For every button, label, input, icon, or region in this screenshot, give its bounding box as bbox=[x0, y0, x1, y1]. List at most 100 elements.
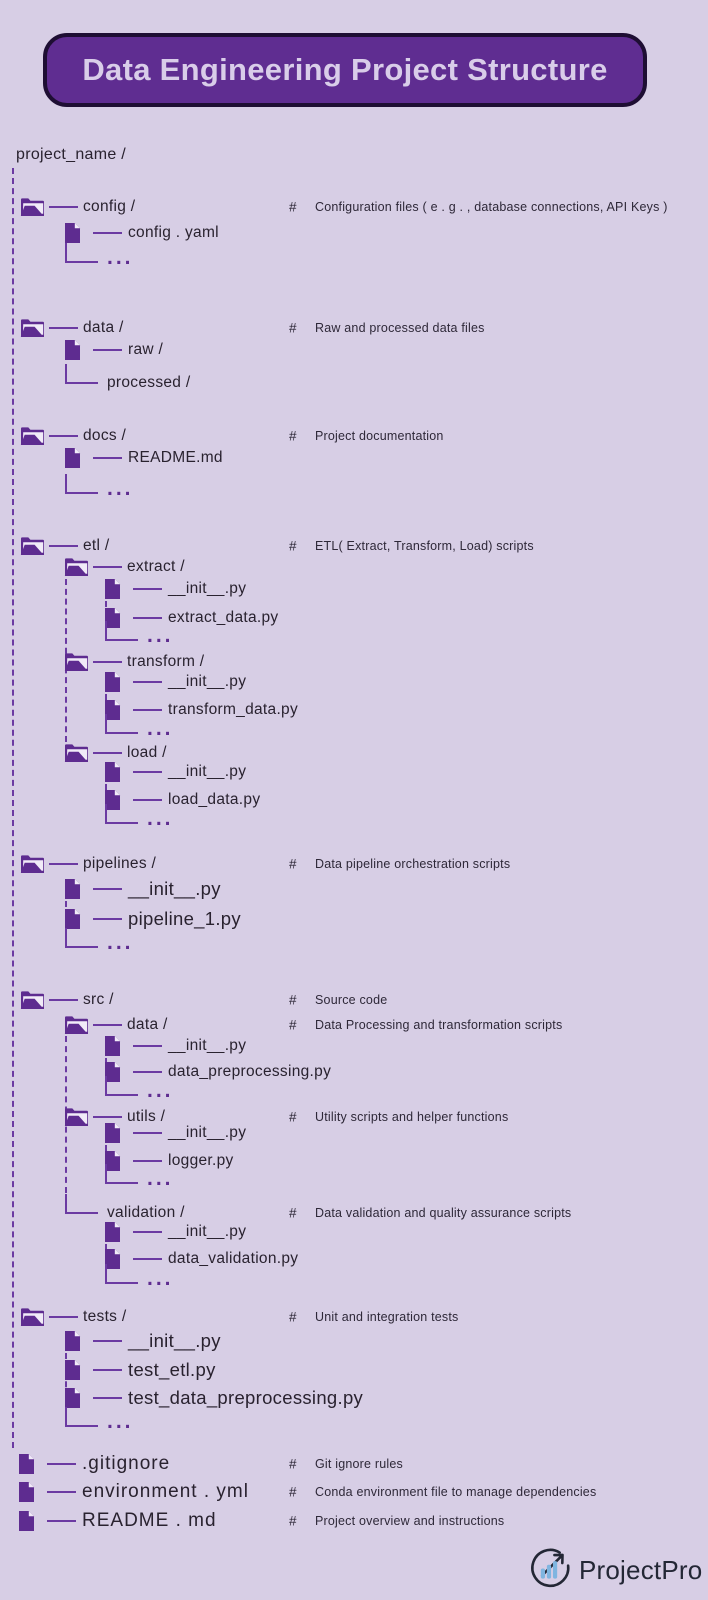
tree-row-ellipsis: ... bbox=[0, 1164, 708, 1196]
comment-text: Data pipeline orchestration scripts bbox=[315, 857, 511, 871]
file-label: config . yaml bbox=[128, 224, 219, 241]
tree-row-data-validation: data_validation.py bbox=[0, 1246, 708, 1272]
file-label: README.md bbox=[128, 449, 223, 466]
tree-row-utils: utils / # Utility scripts and helper fun… bbox=[0, 1104, 708, 1130]
projectpro-logo-icon bbox=[527, 1545, 573, 1596]
tree-row-extract: extract / bbox=[0, 554, 708, 580]
tree-connector-line bbox=[49, 434, 78, 438]
file-icon bbox=[18, 1481, 35, 1503]
tree-row-docs: docs / # Project documentation bbox=[0, 423, 708, 449]
tree-connector-line bbox=[49, 205, 78, 209]
folder-icon bbox=[64, 1107, 89, 1127]
tree-connector-line bbox=[47, 1462, 76, 1466]
tree-connector-line bbox=[93, 1115, 122, 1119]
root-folder-label: project_name / bbox=[16, 146, 127, 163]
ellipsis-label: ... bbox=[107, 1410, 134, 1433]
tree-row-config-yaml: config . yaml bbox=[0, 220, 708, 246]
tree-corner-line bbox=[105, 804, 138, 824]
comment-hash: # bbox=[289, 1017, 297, 1033]
folder-label: tests / bbox=[83, 1308, 127, 1325]
tree-row-init: __init__.py bbox=[0, 1219, 708, 1245]
file-label: __init__.py bbox=[168, 673, 247, 690]
comment-text: Project overview and instructions bbox=[315, 1514, 505, 1528]
file-icon bbox=[18, 1510, 35, 1532]
tree-row-data: data / # Raw and processed data files bbox=[0, 315, 708, 341]
title-banner: Data Engineering Project Structure bbox=[43, 33, 647, 107]
comment-text: Project documentation bbox=[315, 429, 444, 443]
tree-corner-line bbox=[105, 1264, 138, 1284]
file-label: pipeline_1.py bbox=[128, 908, 241, 929]
folder-icon bbox=[20, 318, 45, 338]
file-icon bbox=[104, 578, 121, 600]
folder-icon bbox=[64, 743, 89, 763]
folder-label: etl / bbox=[83, 537, 110, 554]
tree-row-processed: processed / bbox=[0, 364, 708, 396]
tree-connector-line bbox=[49, 326, 78, 330]
tree-corner-line bbox=[105, 621, 138, 641]
file-icon bbox=[104, 699, 121, 721]
tree-connector-line bbox=[93, 887, 122, 891]
file-icon bbox=[64, 1359, 81, 1381]
comment-text: Data Processing and transformation scrip… bbox=[315, 1018, 563, 1032]
file-icon bbox=[104, 761, 121, 783]
tree-row-pipelines: pipelines / # Data pipeline orchestratio… bbox=[0, 851, 708, 877]
tree-row-raw: raw / bbox=[0, 337, 708, 363]
folder-label: load / bbox=[127, 744, 167, 761]
folder-icon bbox=[20, 854, 45, 874]
tree-row-src: src / # Source code bbox=[0, 987, 708, 1013]
file-icon bbox=[104, 1035, 121, 1057]
tree-row-init: __init__.py bbox=[0, 1328, 708, 1354]
tree-connector-line bbox=[133, 1257, 162, 1261]
tree-row-config: config / # Configuration files ( e . g .… bbox=[0, 194, 708, 220]
tree-row-environment-yml: environment . yml # Conda environment fi… bbox=[0, 1479, 708, 1505]
file-icon bbox=[104, 607, 121, 629]
tree-row-ellipsis: ... bbox=[0, 1076, 708, 1108]
tree-row-validation: validation / # Data validation and quali… bbox=[0, 1194, 708, 1226]
ellipsis-label: ... bbox=[147, 1167, 174, 1190]
tree-row-test-etl: test_etl.py bbox=[0, 1357, 708, 1383]
folder-label: config / bbox=[83, 198, 136, 215]
tree-row-init: __init__.py bbox=[0, 669, 708, 695]
folder-label: utils / bbox=[127, 1108, 166, 1125]
file-icon bbox=[104, 1122, 121, 1144]
tree-row-init: __init__.py bbox=[0, 1033, 708, 1059]
tree-connector-line bbox=[133, 1044, 162, 1048]
ellipsis-label: ... bbox=[107, 931, 134, 954]
ellipsis-label: ... bbox=[147, 1267, 174, 1290]
folder-label: extract / bbox=[127, 558, 185, 575]
file-label: test_data_preprocessing.py bbox=[128, 1387, 364, 1408]
file-label: __init__.py bbox=[128, 1330, 221, 1351]
file-label: __init__.py bbox=[128, 878, 221, 899]
tree-connector-line bbox=[93, 917, 122, 921]
file-label: __init__.py bbox=[168, 763, 247, 780]
tree-corner-line bbox=[105, 714, 138, 734]
tree-row-ellipsis: ... bbox=[0, 928, 708, 960]
folder-icon bbox=[64, 1015, 89, 1035]
tree-row-gitignore: .gitignore # Git ignore rules bbox=[0, 1451, 708, 1477]
ellipsis-label: ... bbox=[107, 246, 134, 269]
tree-row-ellipsis: ... bbox=[0, 474, 708, 506]
tree-row-ellipsis: ... bbox=[0, 621, 708, 653]
comment-hash: # bbox=[289, 992, 297, 1008]
tree-connector-line bbox=[93, 1023, 122, 1027]
tree-corner-line bbox=[105, 1076, 138, 1096]
comment-hash: # bbox=[289, 1484, 297, 1500]
tree-connector-line bbox=[49, 998, 78, 1002]
file-icon bbox=[64, 908, 81, 930]
file-icon bbox=[104, 1150, 121, 1172]
tree-row-transform: transform / bbox=[0, 649, 708, 675]
tree-corner-line bbox=[65, 928, 98, 948]
tree-connector-line bbox=[133, 1159, 162, 1163]
comment-text: ETL( Extract, Transform, Load) scripts bbox=[315, 539, 534, 553]
comment-hash: # bbox=[289, 856, 297, 872]
file-label: transform_data.py bbox=[168, 701, 299, 718]
comment-hash: # bbox=[289, 1513, 297, 1529]
tree-corner-line bbox=[65, 1407, 98, 1427]
comment-hash: # bbox=[289, 428, 297, 444]
tree-row-tests: tests / # Unit and integration tests bbox=[0, 1304, 708, 1330]
file-icon bbox=[104, 671, 121, 693]
tree-row-init: __init__.py bbox=[0, 876, 708, 902]
tree-row-ellipsis: ... bbox=[0, 1264, 708, 1296]
file-label: raw / bbox=[128, 341, 164, 358]
comment-text: Utility scripts and helper functions bbox=[315, 1110, 509, 1124]
